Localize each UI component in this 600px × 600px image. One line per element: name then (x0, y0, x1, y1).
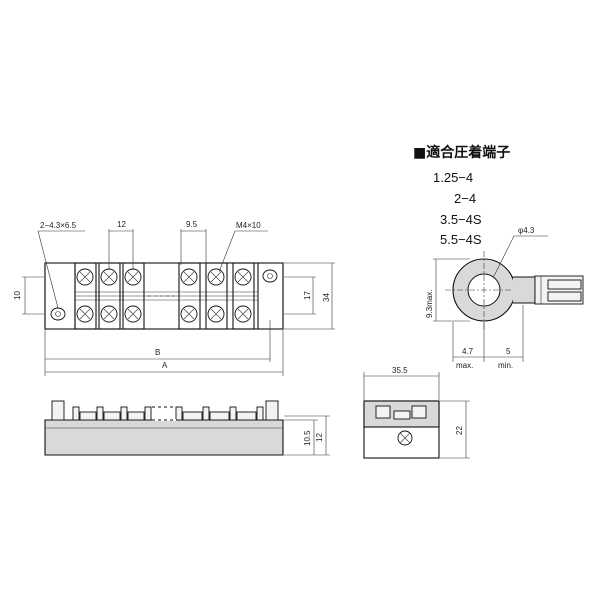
terminal-block-left-group (74, 262, 145, 330)
width-max-label: 9.3max. (425, 290, 434, 318)
top-view: 2−4.3×6.5 12 9.5 M4×10 10 17 34 (13, 220, 335, 376)
pitch-12-label: 12 (117, 220, 126, 229)
dim-A-label: A (162, 361, 168, 370)
len-min-label: 5 (506, 347, 511, 356)
terminal-item: 1.25−4 (433, 170, 473, 185)
right-mount-hole-icon (262, 269, 278, 283)
left-mount-hole-icon (50, 307, 66, 321)
terminal-block-right-group (178, 262, 255, 330)
front-view: 10.5 12 (44, 400, 330, 456)
dim-10-label: 10 (13, 291, 22, 300)
mount-holes-label: 2−4.3×6.5 (40, 221, 77, 230)
terminal-item: 2−4 (454, 191, 476, 206)
dim-10-5-label: 10.5 (303, 430, 312, 446)
dim-34-label: 34 (322, 293, 331, 302)
pitch-9-5-label: 9.5 (186, 220, 198, 229)
dim-35-5-label: 35.5 (392, 366, 408, 375)
compatible-terminals-title: ■適合圧着端子 (413, 144, 510, 161)
terminal-item: 3.5−4S (440, 212, 482, 227)
len-max-note: max. (456, 361, 473, 370)
terminal-item: 5.5−4S (440, 232, 482, 247)
compatible-terminals-list: ■適合圧着端子 1.25−4 2−4 3.5−4S 5.5−4S (413, 144, 510, 247)
side-view: 35.5 22 (363, 366, 470, 459)
dim-22-label: 22 (455, 426, 464, 435)
hole-dia-label: φ4.3 (518, 226, 535, 235)
crimp-terminal-detail: φ4.3 9.3max. 4.7 max. 5 min. (425, 226, 584, 370)
right-mount-ear (257, 262, 284, 330)
len-min-note: min. (498, 361, 513, 370)
dim-B-label: B (155, 348, 160, 357)
dim-17-label: 17 (303, 291, 312, 300)
len-max-label: 4.7 (462, 347, 474, 356)
front-view-base (44, 419, 284, 456)
screw-size-label: M4×10 (236, 221, 261, 230)
dim-12-label: 12 (315, 433, 324, 442)
